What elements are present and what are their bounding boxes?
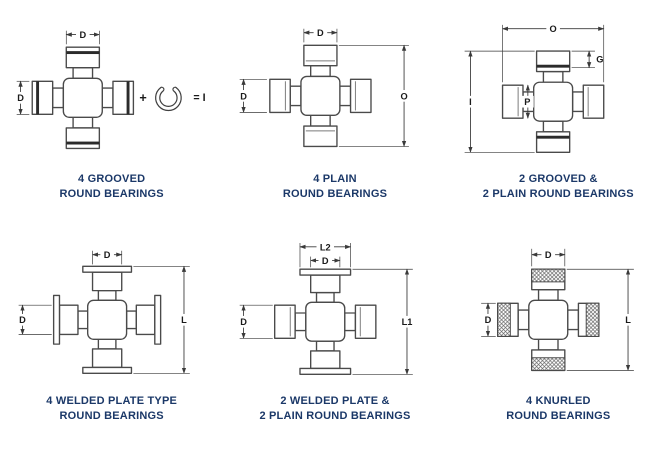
equals-i-label: = I (193, 92, 205, 104)
diagram-4-plain-round-bearings: D D O 4 PLAIN ROUND BEARINGS (223, 6, 446, 228)
plus-sign: + (139, 91, 146, 105)
diagram-2-welded-plate-2-plain-round-bearings: L2 D D L1 (223, 228, 446, 450)
dim-label-d-top: D (317, 28, 324, 38)
dimension-d-top-inner: D (310, 254, 341, 268)
dim-label-d-left: D (19, 315, 26, 325)
caption-4-grooved: 4 GROOVED ROUND BEARINGS (60, 172, 164, 202)
caption-line-1: 2 WELDED PLATE & (280, 395, 390, 407)
dimension-i-left: I (463, 50, 535, 153)
dimension-d-top: D (91, 248, 122, 265)
caption-line-2: ROUND BEARINGS (59, 187, 164, 200)
caption-line-1: 4 WELDED PLATE TYPE (46, 395, 178, 407)
dim-label-d-left: D (485, 315, 492, 325)
dim-label-l1-right: L1 (402, 317, 413, 327)
cross-journal (273, 268, 377, 375)
dim-label-d-top: D (79, 30, 86, 40)
caption-line-1: 4 GROOVED (78, 173, 146, 185)
dimension-d-left: D (481, 302, 497, 337)
caption-line-2: ROUND BEARINGS (59, 409, 164, 422)
dimension-o-right: O (338, 44, 411, 148)
caption-2-welded-2-plain: 2 WELDED PLATE & 2 PLAIN ROUND BEARINGS (259, 394, 410, 424)
dim-label-d-top-inner: D (322, 256, 329, 266)
dim-label-l-right: L (626, 315, 632, 325)
dim-label-l-right: L (181, 315, 187, 325)
caption-line-2: ROUND BEARINGS (282, 187, 388, 200)
dim-label-d-top: D (103, 250, 110, 260)
ujoint-drawing-4-welded-plate: D D L (15, 248, 191, 374)
diagram-4-welded-plate-round-bearings: D D L 4 WELDED PLATE TYPE ROUND BEARINGS (0, 228, 223, 450)
dim-label-p: P (525, 97, 531, 107)
snap-ring-icon (154, 86, 182, 112)
diagram-2-grooved-2-plain-round-bearings: O G I P 2 GROOVED & 2 PL (447, 6, 670, 228)
cross-journal (497, 268, 600, 372)
cross-journal (269, 44, 372, 148)
dimension-d-left: D (15, 304, 52, 336)
dim-label-d-left: D (240, 317, 247, 327)
dimension-l1-right: L1 (352, 268, 415, 375)
dim-label-d-left: D (17, 93, 24, 103)
cross-journal (502, 50, 605, 153)
dim-label-o-top: O (550, 24, 557, 34)
caption-4-plain: 4 PLAIN ROUND BEARINGS (283, 172, 387, 202)
dim-label-g: G (597, 54, 604, 64)
dimension-d-top: D (65, 28, 100, 45)
dimension-d-left: D (13, 80, 29, 115)
dimension-d-top: D (531, 248, 566, 267)
caption-2-grooved-2-plain: 2 GROOVED & 2 PLAIN ROUND BEARINGS (483, 172, 634, 202)
caption-line-2: 2 PLAIN ROUND BEARINGS (482, 187, 634, 200)
dim-label-l2-top: L2 (320, 242, 331, 252)
caption-line-2: ROUND BEARINGS (506, 409, 611, 422)
dimension-l-right: L (133, 265, 191, 374)
caption-line-1: 4 PLAIN (313, 173, 357, 185)
ujoint-drawing-4-knurled: D D L (481, 248, 636, 372)
dimension-d-top: D (303, 26, 338, 43)
ujoint-drawing-4-grooved: D D + = I (13, 28, 205, 150)
dimension-g: G (571, 50, 604, 69)
dim-label-o-right: O (400, 91, 407, 101)
ujoint-drawing-2-welded-2-plain: L2 D D L1 (236, 241, 415, 375)
caption-4-welded-plate: 4 WELDED PLATE TYPE ROUND BEARINGS (46, 394, 177, 424)
cross-journal (52, 265, 161, 374)
caption-line-2: 2 PLAIN ROUND BEARINGS (259, 409, 411, 422)
dimension-d-left: D (236, 304, 273, 339)
caption-4-knurled: 4 KNURLED ROUND BEARINGS (506, 394, 610, 424)
ujoint-drawing-2-grooved-2-plain: O G I P (463, 22, 605, 153)
cross-journal (31, 46, 134, 150)
dim-label-d-top: D (545, 250, 552, 260)
diagram-4-grooved-round-bearings: D D + = I 4 GROOVED ROUND BEARINGS (0, 6, 223, 228)
dimension-l2-top: L2 (299, 241, 352, 268)
diagram-4-knurled-round-bearings: D D L 4 KNURLED ROUND BEARINGS (447, 228, 670, 450)
dimension-p: P (521, 84, 534, 119)
dim-label-i-left: I (469, 97, 472, 107)
caption-line-1: 4 KNURLED (525, 395, 591, 407)
caption-line-1: 2 GROOVED & (519, 173, 598, 185)
dim-label-d-left: D (240, 91, 247, 101)
dimension-o-top: O (502, 22, 605, 83)
dimension-d-left: D (236, 78, 267, 114)
dimension-l-right: L (567, 268, 636, 372)
ujoint-drawing-4-plain: D D O (236, 26, 411, 148)
